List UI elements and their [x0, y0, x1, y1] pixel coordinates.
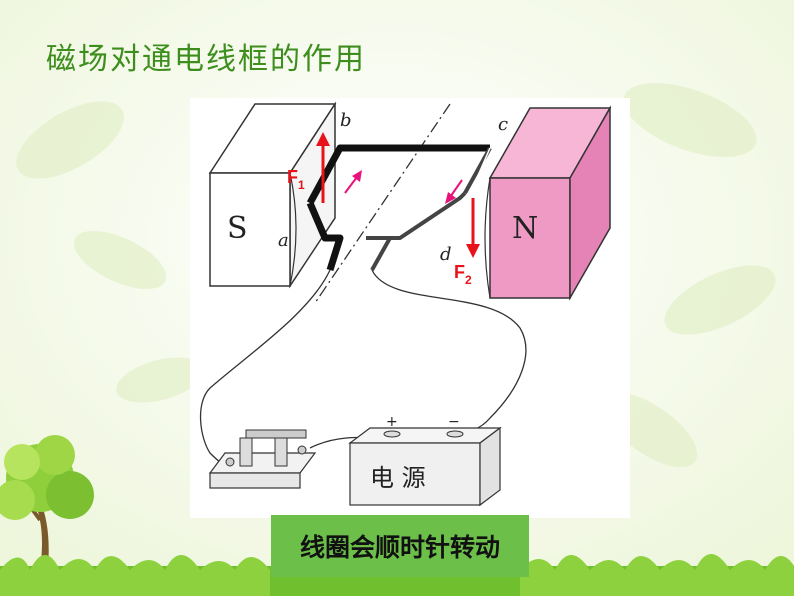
- battery: + − 电 源: [348, 414, 502, 507]
- motor-diagram: S N F1 F2 b c a d: [190, 98, 630, 518]
- force-f1-label: F1: [287, 167, 305, 192]
- caption-text: 线圈会顺时针转动: [299, 533, 500, 562]
- switch: [208, 429, 317, 489]
- rotation-axis: [314, 103, 451, 304]
- south-pole-label: S: [227, 211, 248, 246]
- slide-title: 磁场对通电线框的作用: [46, 42, 366, 77]
- north-pole-label: N: [512, 211, 538, 246]
- leaf-decoration: [16, 83, 776, 468]
- label-b: b: [340, 110, 352, 131]
- force-f2-arrow: [466, 198, 480, 258]
- battery-minus-label: −: [448, 414, 460, 430]
- force-f1-arrow: [316, 132, 330, 203]
- coil: [306, 144, 492, 272]
- battery-plus-label: +: [386, 414, 398, 430]
- caption-box: 线圈会顺时针转动: [271, 515, 529, 577]
- label-d: d: [440, 244, 452, 265]
- current-arrows: [344, 170, 463, 204]
- label-c: c: [498, 114, 508, 135]
- label-a: a: [278, 230, 289, 251]
- north-magnet: N: [484, 105, 612, 301]
- force-f2-label: F2: [454, 262, 472, 287]
- tree-decoration: [0, 435, 94, 570]
- battery-label: 电 源: [370, 464, 426, 492]
